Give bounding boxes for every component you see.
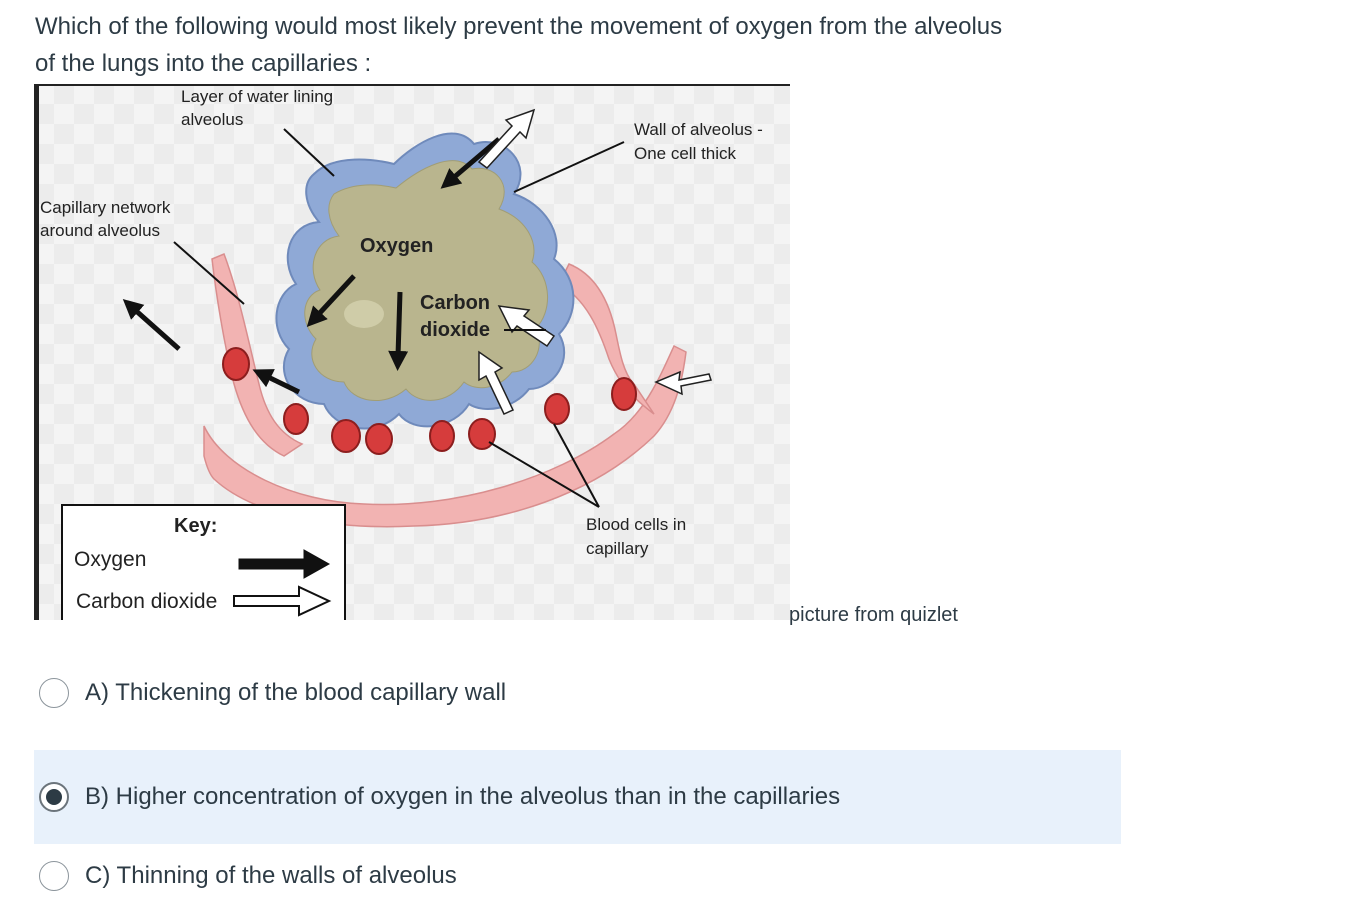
capillary-back-segment [211,253,304,457]
blood-cell [468,418,496,450]
oxygen-arrow [252,369,301,395]
water-layer-pointer [283,128,335,177]
alveolus-diagram-svg: Layer of water lining alveolus Wall of a… [34,84,790,620]
question-line-1: Which of the following would most likely… [35,13,1003,40]
oxygen-arrow [122,299,181,351]
co2-label-2: dioxide [420,319,490,341]
capillary-label-1: Capillary network [40,198,171,217]
blood-cell [544,393,570,425]
capillary-label-2: around alveolus [40,221,160,240]
blood-cell [365,423,393,455]
water-layer-label-2: alveolus [181,110,243,129]
blood-cell [611,377,637,411]
answer-option-a-label[interactable]: A) Thickening of the blood capillary wal… [85,679,507,706]
answer-option-c-label[interactable]: C) Thinning of the walls of alveolus [85,862,457,889]
co2-arrow [477,108,536,170]
blood-cell [429,420,455,452]
blood-cell [331,419,361,453]
key-oxygen-arrow [238,549,331,579]
co2-arrows [477,108,712,415]
capillary-pointer [173,241,245,305]
key-oxygen-label: Oxygen [74,548,146,571]
co2-label-1: Carbon [420,292,490,314]
leader-lines [173,128,625,508]
oxygen-arrow [440,137,501,189]
key-co2-arrow [233,585,332,617]
blood-cell [222,347,250,381]
answer-option-a[interactable]: A) Thickening of the blood capillary wal… [34,646,1121,740]
radio-button-a[interactable] [39,678,69,708]
blood-cell-pointer-1 [553,423,600,508]
oxygen-arrow [388,291,409,371]
question-text: Which of the following would most likely… [35,8,1135,82]
capillary-right-segment [558,263,655,415]
alveolus-highlight [344,300,384,328]
answer-option-b-label[interactable]: B) Higher concentration of oxygen in the… [85,783,841,810]
key-co2-label: Carbon dioxide [76,590,217,613]
alveolus-diagram: Layer of water lining alveolus Wall of a… [34,84,790,620]
blood-cells-label-1: Blood cells in [586,515,686,534]
wall-pointer [513,141,625,193]
question-line-2: of the lungs into the capillaries : [35,50,372,77]
key-title: Key: [174,515,217,537]
figure-caption: picture from quizlet [789,604,958,626]
co2-arrow [654,370,712,396]
blood-cells [222,347,637,455]
blood-cell-pointer-2 [488,441,600,508]
blood-cells-label-2: capillary [586,539,649,558]
oxygen-arrow [306,274,356,328]
answer-option-c[interactable]: C) Thinning of the walls of alveolus [34,829,1121,923]
co2-arrow [478,350,515,415]
oxygen-label: Oxygen [360,235,433,257]
blood-cell [283,403,309,435]
oxygen-arrows [122,137,501,395]
co2-arrow [497,305,556,348]
wall-label-1: Wall of alveolus - [634,120,763,139]
answer-option-b[interactable]: B) Higher concentration of oxygen in the… [34,750,1121,844]
water-layer-label-1: Layer of water lining [181,87,333,106]
diagram-key: Key: Oxygen Carbon dioxide [61,504,346,620]
wall-label-2: One cell thick [634,144,737,163]
radio-button-b[interactable] [39,782,69,812]
radio-button-c[interactable] [39,861,69,891]
figure-left-border [34,84,39,620]
